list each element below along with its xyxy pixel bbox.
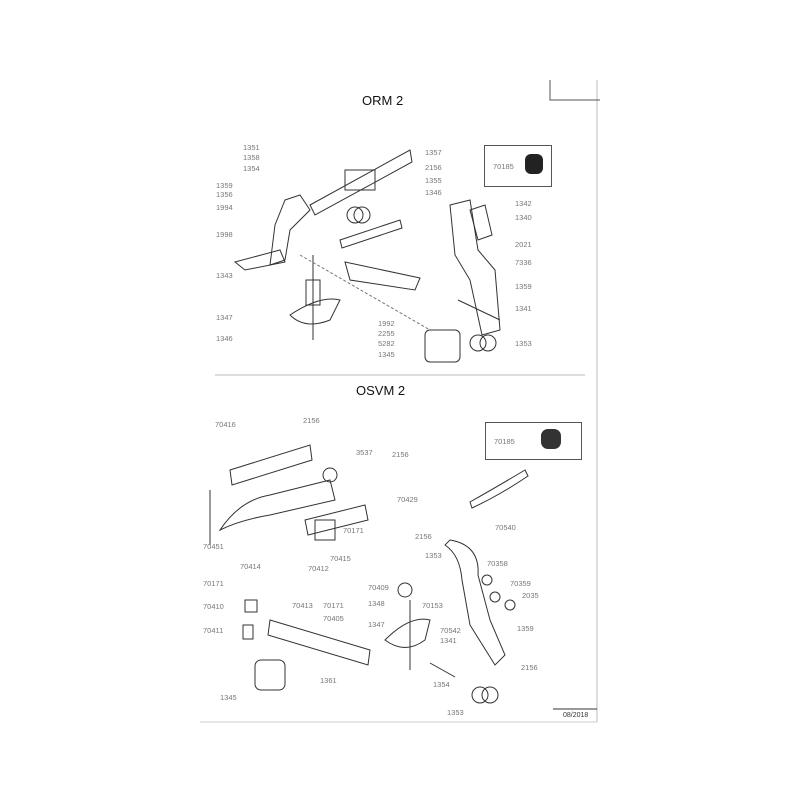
part-label: 2156 xyxy=(415,532,432,541)
part-label: 2021 xyxy=(515,240,532,249)
spring-icon xyxy=(525,154,543,174)
part-label: 70409 xyxy=(368,583,389,592)
part-label: 1358 xyxy=(243,153,260,162)
part-label: 7336 xyxy=(515,258,532,267)
part-label: 70410 xyxy=(203,602,224,611)
part-label: 1353 xyxy=(515,339,532,348)
part-label: 1345 xyxy=(220,693,237,702)
part-label: 70153 xyxy=(422,601,443,610)
part-label: 1341 xyxy=(440,636,457,645)
inset-box-orm: 70185 xyxy=(484,145,552,187)
part-label: 70540 xyxy=(495,523,516,532)
part-label: 1992 xyxy=(378,319,395,328)
part-label: 1359 xyxy=(517,624,534,633)
section-title-osvm: OSVM 2 xyxy=(356,383,406,398)
part-label: 1354 xyxy=(243,164,260,173)
part-label: 1346 xyxy=(425,188,442,197)
part-label: 70185 xyxy=(493,162,514,171)
part-label: 1353 xyxy=(425,551,442,560)
part-label: 70542 xyxy=(440,626,461,635)
part-label: 70429 xyxy=(397,495,418,504)
part-label: 1342 xyxy=(515,199,532,208)
part-label: 1361 xyxy=(320,676,337,685)
part-label: 1351 xyxy=(243,143,260,152)
part-label: 70416 xyxy=(215,420,236,429)
osvm-cylinder xyxy=(242,599,371,691)
part-label: 2156 xyxy=(425,163,442,172)
part-label: 1347 xyxy=(216,313,233,322)
part-label: 70412 xyxy=(308,564,329,573)
part-label: 70405 xyxy=(323,614,344,623)
part-label: 70451 xyxy=(203,542,224,551)
revision-date: 08/2018 xyxy=(563,712,589,719)
part-label: 1359 xyxy=(515,282,532,291)
osvm-arm xyxy=(429,469,529,704)
part-label: 2035 xyxy=(522,591,539,600)
part-label: 70171 xyxy=(203,579,224,588)
part-label: 1345 xyxy=(378,350,395,359)
part-label: 1346 xyxy=(216,334,233,343)
orm-bracket xyxy=(299,199,501,363)
part-label: 1343 xyxy=(216,271,233,280)
part-label: 70415 xyxy=(330,554,351,563)
part-label: 1353 xyxy=(447,708,464,717)
part-label: 1359 xyxy=(216,181,233,190)
corner-mark xyxy=(549,80,600,101)
part-label: 1355 xyxy=(425,176,442,185)
part-label: 2156 xyxy=(303,416,320,425)
part-label: 1356 xyxy=(216,190,233,199)
part-label: 70185 xyxy=(494,437,515,446)
part-label: 3537 xyxy=(356,448,373,457)
part-label: 1998 xyxy=(216,230,233,239)
part-label: 1357 xyxy=(425,148,442,157)
part-label: 2156 xyxy=(521,663,538,672)
part-label: 2255 xyxy=(378,329,395,338)
part-label: 1348 xyxy=(368,599,385,608)
osvm-plates xyxy=(209,444,413,598)
part-label: 70359 xyxy=(510,579,531,588)
part-label: 70413 xyxy=(292,601,313,610)
part-label: 1347 xyxy=(368,620,385,629)
part-label: 70414 xyxy=(240,562,261,571)
part-label: 70171 xyxy=(323,601,344,610)
part-label: 70171 xyxy=(343,526,364,535)
part-label: 5282 xyxy=(378,339,395,348)
part-label: 1340 xyxy=(515,213,532,222)
part-label: 1994 xyxy=(216,203,233,212)
spring-icon xyxy=(541,429,561,449)
section-title-orm: ORM 2 xyxy=(362,93,404,108)
orm-skid xyxy=(289,255,341,340)
part-label: 1354 xyxy=(433,680,450,689)
osvm-skid xyxy=(384,600,431,670)
part-label: 1341 xyxy=(515,304,532,313)
part-label: 2156 xyxy=(392,450,409,459)
orm-frame-arm xyxy=(233,149,421,291)
part-label: 70358 xyxy=(487,559,508,568)
inset-box-osvm: 70185 xyxy=(485,422,582,460)
part-label: 70411 xyxy=(203,626,224,635)
